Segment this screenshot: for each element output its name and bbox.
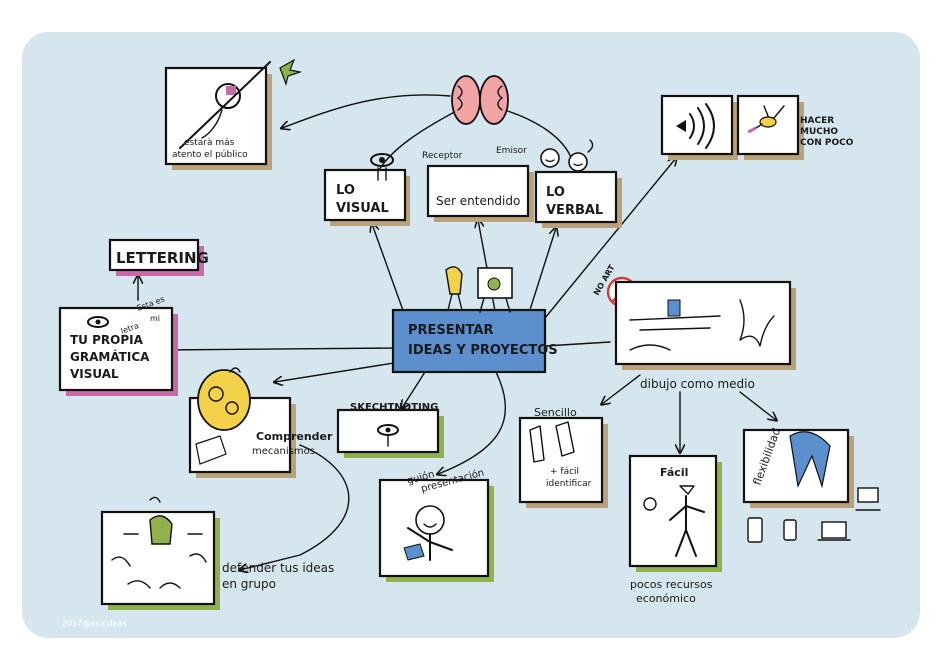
card-sencillo: Sencillo + fácil identificar [518,406,608,508]
presenter-icon [445,266,513,313]
plane-icon [279,58,303,87]
gramatica-line3: VISUAL [70,367,119,381]
brain-icon [451,75,509,125]
gramatica-line1: TU PROPIA [70,333,144,347]
sencillo-line1: + fácil [550,467,579,477]
visual-line2: VISUAL [336,201,389,216]
central-node: PRESENTAR IDEAS Y PROYECTOS [391,308,558,374]
card-verbal: LO VERBAL [534,170,622,228]
card-visual: LO VISUAL [323,168,410,226]
publico-line1: estarà más [184,138,235,148]
hacer-line3: CON POCO [800,138,854,148]
speaking-faces-icon [540,139,594,172]
mecanismos-line1: Comprender [256,430,333,443]
facil-line1: pocos recursos [630,578,713,591]
verbal-line2: VERBAL [546,203,603,218]
card-mosquito [736,94,804,160]
center-line1: PRESENTAR [408,323,493,338]
sketch-label: SKECHTNOTING [350,402,438,413]
card-publico: estarà más atento el público [164,61,272,170]
card-gramatica: TU PROPIA GRAMÁTICA VISUAL Esta es mi le… [58,295,178,396]
sencillo-title: Sencillo [534,406,577,419]
head-gears-icon [195,367,251,465]
center-line2: IDEAS Y PROYECTOS [408,343,558,358]
devices-icon [747,487,881,543]
card-facil: Fácil [628,454,722,572]
copyright: 2017@anaideas [62,619,127,628]
verbal-line1: LO [546,185,565,200]
entendido-receptor: Receptor [422,151,463,161]
card-sketch: SKECHTNOTING [336,402,444,458]
defender-line1: defender tus ideas [222,561,334,575]
entendido-emisor: Emisor [496,146,527,156]
card-speaker [660,94,738,160]
facil-line2: económico [636,592,696,605]
mecanismos-line2: mecanismos [252,446,315,457]
hacer-line1: HACER [800,116,834,126]
card-guion [378,478,494,582]
gramatica-line2: GRAMÁTICA [70,349,150,364]
defender-line2: en grupo [222,577,276,591]
lettering-label: LETTERING [116,249,209,267]
dibujo-label: dibujo como medio [640,377,755,391]
card-dibujo [614,280,796,370]
card-lettering: LETTERING [108,238,209,276]
card-flex: flexibilidad [742,426,854,508]
gramatica-note2: mi [150,314,160,323]
entendido-label: Ser entendido [436,194,520,208]
publico-line2: atento el público [172,150,248,160]
card-defender [100,496,220,610]
card-entendido: Ser entendido Receptor Emisor [422,146,534,222]
facil-title: Fácil [660,466,688,479]
hacer-line2: MUCHO [800,127,838,137]
eye-icon [370,153,394,181]
visual-line1: LO [336,183,355,198]
sencillo-line2: identificar [546,479,592,489]
